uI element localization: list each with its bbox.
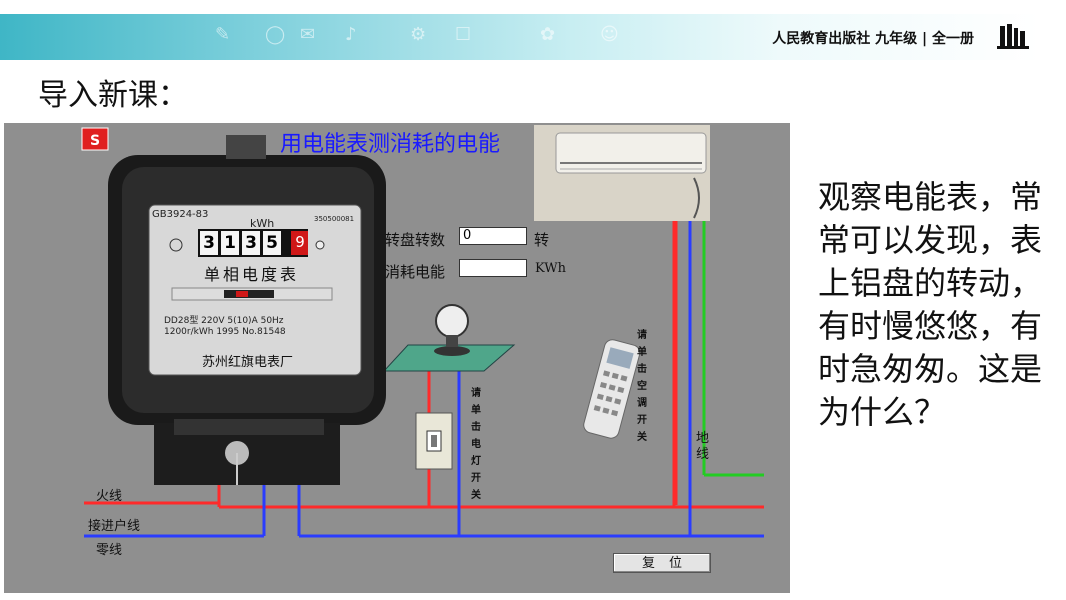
- meter-digit: 1: [221, 231, 239, 255]
- turns-label: 转盘转数: [385, 231, 446, 249]
- meter-digit: 5: [263, 231, 281, 255]
- ac-switch-hint: 请单击空调开关: [637, 330, 647, 443]
- svg-text:S: S: [90, 133, 100, 149]
- simulation-panel: S: [4, 123, 790, 593]
- electricity-meter-image: [108, 135, 386, 485]
- question-text: 观察电能表，常常可以发现，表上铝盘的转动，有时慢悠悠，有时急匆匆。这是为什么？: [818, 178, 1043, 431]
- neutral-wire: [84, 221, 764, 538]
- publisher-text: 人民教育出版社 九年级 | 全一册: [772, 31, 974, 47]
- books-logo-icon: [997, 24, 1029, 49]
- meter-digits: 3 1 3 5: [200, 231, 281, 255]
- turns-input[interactable]: 0: [459, 227, 527, 245]
- incoming-wire-label: 接进户线: [88, 519, 141, 534]
- software-logo-icon: [81, 127, 109, 151]
- meter-cert: 350500081: [314, 215, 355, 223]
- energy-unit: KWh: [535, 261, 566, 276]
- neutral-wire-label: 零线: [96, 543, 123, 558]
- live-wire: [84, 221, 764, 509]
- ground-wire: [702, 221, 764, 477]
- lamp-base: [382, 344, 516, 372]
- energy-label: 消耗电能: [385, 263, 446, 281]
- meter-maker: 苏州红旗电表厂: [202, 355, 294, 370]
- ground-wire-label: 地线: [696, 431, 710, 462]
- page-title: 导入新课：: [38, 78, 188, 113]
- energy-input[interactable]: [459, 259, 527, 277]
- meter-spec-1: DD28型 220V 5(10)A 50Hz: [164, 316, 284, 326]
- turns-unit: 转: [534, 231, 550, 249]
- header-banner: ✎ ◯ ✉ ♪ ⚙ ☐ ✿ ☺: [0, 14, 1040, 60]
- meter-digit: 3: [242, 231, 260, 255]
- decor-icon: ⚙: [410, 24, 427, 45]
- meter-red-digit: 9: [295, 233, 305, 251]
- meter-digit: 3: [200, 231, 218, 255]
- ac-remote-icon: [583, 339, 641, 439]
- decor-icon: ✎: [215, 24, 231, 45]
- decor-icon: ✿: [540, 24, 556, 45]
- decor-icon: ✉: [300, 24, 316, 45]
- simulation-title: 用电能表测消耗的电能: [280, 132, 501, 157]
- light-switch-button[interactable]: [416, 413, 452, 469]
- meter-standard: GB3924-83: [152, 209, 209, 220]
- light-bulb-icon: [435, 304, 469, 338]
- decor-icon: ◯: [265, 24, 286, 45]
- live-wire-label: 火线: [96, 489, 123, 504]
- decor-icon: ☺: [600, 24, 619, 45]
- reset-button[interactable]: 复位: [613, 553, 711, 573]
- meter-spec-2: 1200r/kWh 1995 No.81548: [164, 327, 286, 337]
- light-switch-hint: 请单击电灯开关: [471, 388, 481, 501]
- decor-icon: ♪: [345, 24, 357, 45]
- meter-name: 单相电度表: [204, 265, 300, 284]
- meter-unit: kWh: [250, 217, 275, 230]
- ac-remote-button[interactable]: [580, 341, 638, 441]
- circuit-diagram: S: [81, 125, 764, 538]
- decor-icon: ☐: [455, 24, 472, 45]
